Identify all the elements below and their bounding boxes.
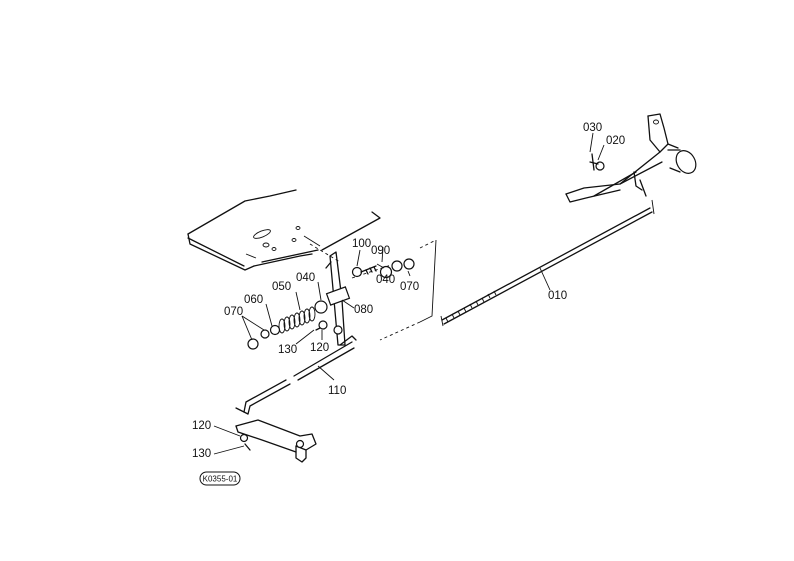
- label-060: 060: [244, 294, 263, 306]
- figure-code-badge: K0355-01: [199, 471, 241, 486]
- label-030: 030: [583, 122, 602, 134]
- label-070-right: 070: [400, 281, 419, 293]
- bolt-100: [351, 266, 363, 278]
- nut-070: [260, 329, 270, 339]
- label-050: 050: [272, 281, 291, 293]
- label-040-left: 040: [296, 272, 315, 284]
- label-070-left: 070: [224, 306, 243, 318]
- label-130-lower: 130: [192, 448, 211, 460]
- label-080: 080: [354, 304, 373, 316]
- label-010: 010: [548, 290, 567, 302]
- figure-code: K0355-01: [203, 475, 238, 484]
- label-090: 090: [371, 245, 390, 257]
- label-120-upper: 120: [310, 342, 329, 354]
- washer-040: [314, 300, 328, 314]
- pin-120-lower: [239, 433, 249, 443]
- pedal-bracket: [565, 113, 697, 203]
- nut-070-right: [403, 258, 415, 270]
- label-100: 100: [352, 238, 371, 250]
- pin-120: [318, 320, 328, 330]
- part-labels: 020 030 100 090 040 040 070 050 060 070 …: [192, 122, 625, 460]
- label-110: 110: [328, 385, 346, 397]
- washer-040-right: [379, 265, 393, 279]
- nut-070-lower: [247, 338, 259, 350]
- rod-010: [440, 199, 655, 327]
- washer-060: [269, 324, 281, 336]
- label-020: 020: [606, 135, 625, 147]
- label-120-lower: 120: [192, 420, 211, 432]
- label-130-upper: 130: [278, 344, 297, 356]
- label-040-right: 040: [376, 274, 395, 286]
- pivot-hardware: [351, 258, 415, 279]
- leader-lines: [213, 132, 605, 455]
- rod-110: [235, 341, 355, 415]
- floor-plate: [187, 189, 381, 271]
- spring: [278, 306, 316, 334]
- washer-right: [391, 260, 403, 272]
- lower-bracket: [235, 419, 317, 463]
- spring-assembly: [247, 300, 328, 350]
